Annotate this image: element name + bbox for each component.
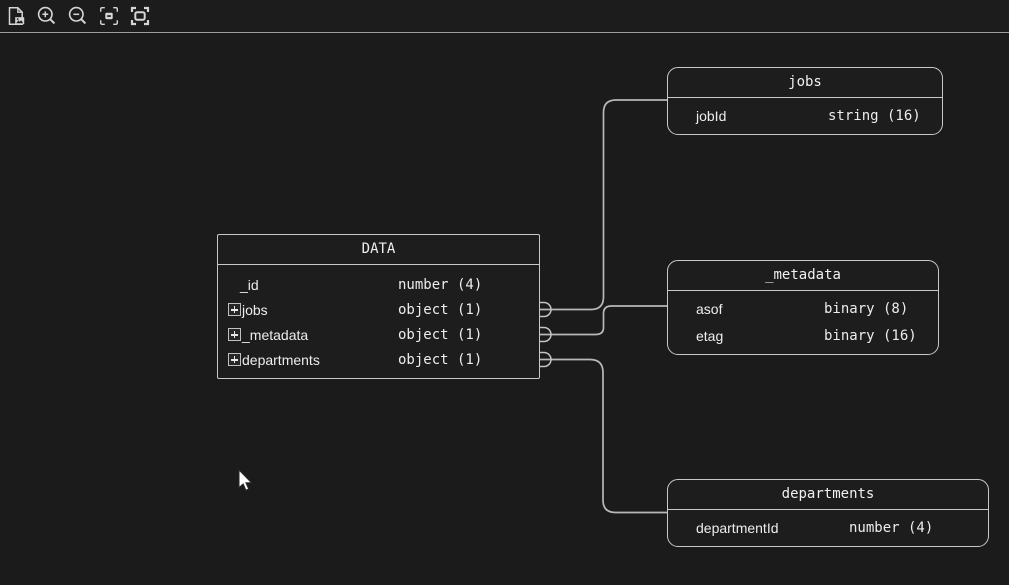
table-metadata[interactable]: _metadata asof binary (8) etag binary (1…	[667, 260, 939, 355]
field-name: jobs	[242, 301, 268, 318]
field-row: asof binary (8)	[668, 295, 938, 322]
zoom-actual-size-button[interactable]	[97, 4, 121, 28]
toolbar	[0, 0, 1009, 33]
connector-stub	[540, 351, 552, 368]
diagram-canvas[interactable]: DATA _id number (4) jobs object (1) _met…	[0, 34, 1009, 585]
expand-plus-icon[interactable]	[228, 303, 241, 316]
connector-layer	[540, 99, 668, 514]
mouse-cursor-icon	[238, 469, 253, 491]
field-row: departments object (1)	[218, 347, 539, 372]
field-type: object (1)	[398, 351, 483, 368]
table-jobs[interactable]: jobs jobId string (16)	[667, 67, 943, 135]
table-title: DATA	[218, 235, 539, 265]
field-list: departmentId number (4)	[668, 510, 988, 546]
field-name: _id	[240, 276, 259, 293]
table-title: _metadata	[668, 261, 938, 291]
field-type: object (1)	[398, 301, 483, 318]
field-name: jobId	[696, 107, 727, 124]
expand-plus-icon[interactable]	[228, 328, 241, 341]
frame-rect-icon	[130, 6, 150, 26]
field-row: departmentId number (4)	[668, 514, 988, 541]
connector-jobs	[540, 99, 668, 311]
field-name: departments	[242, 351, 320, 368]
magnifier-plus-icon	[37, 6, 56, 25]
field-type: string (16)	[828, 107, 921, 124]
magnifier-minus-icon	[68, 6, 87, 25]
table-title: jobs	[668, 68, 942, 98]
zoom-out-button[interactable]	[66, 4, 90, 28]
frame-dash-icon	[100, 7, 118, 25]
field-name: asof	[696, 300, 723, 317]
field-list: jobId string (16)	[668, 98, 942, 134]
field-row: etag binary (16)	[668, 322, 938, 349]
field-list: _id number (4) jobs object (1) _metadata…	[218, 265, 539, 378]
field-row: jobs object (1)	[218, 297, 539, 322]
field-type: number (4)	[849, 519, 934, 536]
field-type: object (1)	[398, 326, 483, 343]
expand-plus-icon[interactable]	[228, 353, 241, 366]
table-data[interactable]: DATA _id number (4) jobs object (1) _met…	[217, 234, 540, 379]
connector-metadata	[540, 305, 668, 336]
export-image-button[interactable]	[4, 4, 28, 28]
field-row: _id number (4)	[218, 272, 539, 297]
connector-stub	[540, 326, 552, 343]
field-name: departmentId	[696, 519, 779, 536]
field-type: number (4)	[398, 276, 483, 293]
field-name: etag	[696, 327, 724, 344]
field-row: jobId string (16)	[668, 102, 942, 129]
field-type: binary (8)	[824, 300, 909, 317]
field-list: asof binary (8) etag binary (16)	[668, 291, 938, 354]
field-type: binary (16)	[824, 327, 917, 344]
field-name: _metadata	[242, 326, 309, 343]
table-title: departments	[668, 480, 988, 510]
connector-departments	[540, 358, 668, 514]
connector-stub	[540, 301, 552, 318]
document-image-icon	[8, 7, 25, 25]
zoom-in-button[interactable]	[35, 4, 59, 28]
fit-to-screen-button[interactable]	[128, 4, 152, 28]
table-departments[interactable]: departments departmentId number (4)	[667, 479, 989, 547]
field-row: _metadata object (1)	[218, 322, 539, 347]
